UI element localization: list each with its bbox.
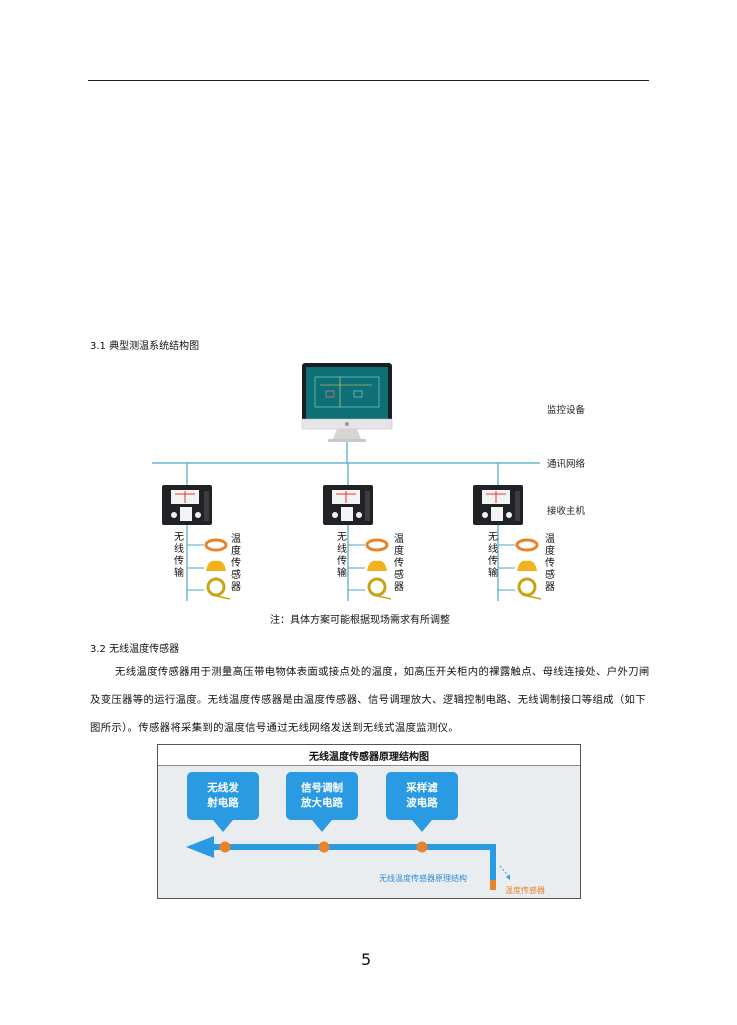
- bubble-line: 信号调制: [301, 782, 343, 794]
- clip-sensor-icon: [517, 577, 542, 600]
- block-sensor-icon: [367, 560, 387, 571]
- transmit-vertical-label: 无线传输: [488, 532, 498, 579]
- node-dot: [318, 841, 330, 853]
- receiver-unit-icon: [473, 485, 523, 525]
- bubble-tail: [412, 820, 432, 832]
- network-label: 通讯网络: [547, 459, 586, 470]
- ring-sensor-icon: [204, 538, 228, 552]
- sensor-label: 温度传感器: [505, 886, 545, 895]
- transmit-vertical-label: 无线传输: [337, 532, 347, 579]
- section-3-2-paragraph: 无线温度传感器用于测量高压带电物体表面或接点处的温度，如高压开关柜内的裸露触点、…: [90, 666, 650, 734]
- bubble-line: 射电路: [207, 797, 239, 809]
- sensor-diagram-title-bar: 无线温度传感器原理结构图: [158, 745, 580, 766]
- signal-amp-bubble: 信号调制 放大电路: [286, 772, 358, 820]
- monitor-label: 监控设备: [547, 405, 586, 416]
- sensor-diagram-title: 无线温度传感器原理结构图: [309, 752, 429, 763]
- bubble-tail: [312, 820, 332, 832]
- bubble-line: 采样滤: [406, 782, 438, 794]
- page-number: 5: [361, 950, 372, 969]
- block-sensor-icon: [517, 560, 537, 571]
- transmit-vertical-label: 无线传输: [174, 532, 184, 579]
- monitor-icon: [301, 363, 393, 442]
- clip-sensor-icon: [206, 577, 231, 600]
- receiver-branch: [162, 463, 231, 601]
- block-sensor-icon: [206, 560, 226, 571]
- sample-filter-bubble: 采样滤 波电路: [386, 772, 458, 820]
- bubble-tail: [213, 820, 233, 832]
- sensor-vertical-label: 温度传感器: [394, 534, 404, 593]
- system-structure-diagram: [152, 363, 542, 601]
- arrow-head-icon: [186, 836, 214, 858]
- diagram-note: 注：具体方案可能根据现场需求有所调整: [270, 615, 450, 626]
- pipe-label: 无线温度传感器原理结构: [379, 874, 467, 883]
- node-dot: [416, 841, 428, 853]
- clip-sensor-icon: [367, 577, 392, 600]
- receiver-branch: [323, 463, 392, 601]
- sensor-vertical-label: 温度传感器: [231, 534, 241, 593]
- sensor-diagram-frame: [157, 744, 581, 899]
- sensor-probe: [490, 880, 496, 890]
- receiver-unit-icon: [323, 485, 373, 525]
- signal-pipe-riser: [490, 844, 496, 880]
- ring-sensor-icon: [515, 538, 539, 552]
- signal-pipe-graphic: [186, 836, 511, 890]
- bubble-line: 波电路: [406, 797, 438, 809]
- bubble-line: 放大电路: [301, 797, 343, 809]
- section-3-2-heading: 3.2 无线温度传感器: [90, 644, 180, 655]
- node-dot: [219, 841, 231, 853]
- receiver-unit-icon: [162, 485, 212, 525]
- header-rule: [88, 80, 649, 81]
- bubble-line: 无线发: [207, 782, 239, 794]
- wireless-tx-bubble: 无线发 射电路: [187, 772, 259, 820]
- signal-pipe: [214, 844, 496, 850]
- section-3-1-heading: 3.1 典型测温系统结构图: [90, 341, 200, 352]
- receiver-branch: [473, 463, 542, 601]
- ring-sensor-icon: [365, 538, 389, 552]
- receiver-label: 接收主机: [547, 506, 586, 517]
- sensor-vertical-label: 温度传感器: [545, 534, 555, 593]
